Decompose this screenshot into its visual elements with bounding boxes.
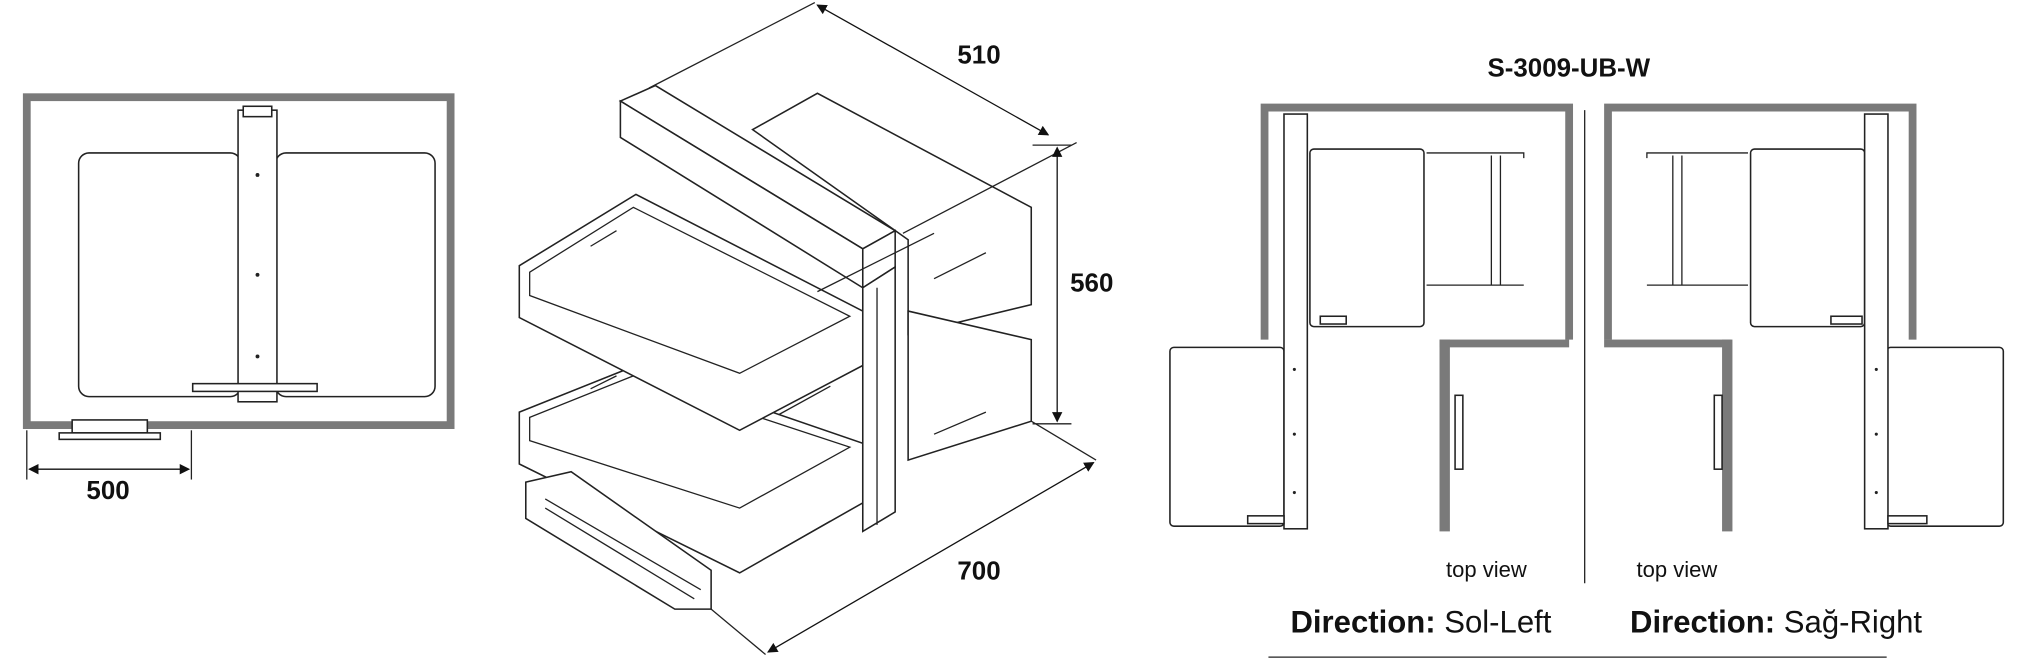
isometric-basket-view: 510 560 700 bbox=[518, 2, 1113, 656]
direction-left: Direction: Sol-Left bbox=[1290, 604, 1551, 639]
direction-label: Direction: bbox=[1290, 604, 1435, 639]
direction-value: Sağ-Right bbox=[1784, 604, 1923, 639]
direction-value: Sol-Left bbox=[1444, 604, 1552, 639]
depth-dimension: 510 bbox=[957, 42, 1000, 70]
top-view-left-direction: top view Direction: Sol-Left bbox=[1169, 103, 1574, 639]
model-code-title: S-3009-UB-W bbox=[1487, 54, 1650, 82]
top-view-right-direction: top view Direction: Sağ-Right bbox=[1604, 103, 2005, 639]
cabinet-top-view-front: 500 bbox=[22, 93, 455, 505]
direction-right: Direction: Sağ-Right bbox=[1630, 604, 1922, 639]
width-dimension: 500 bbox=[86, 477, 129, 505]
top-view-caption-right: top view bbox=[1637, 557, 1718, 582]
length-dimension: 700 bbox=[957, 557, 1000, 585]
top-view-caption-left: top view bbox=[1446, 557, 1527, 582]
direction-label: Direction: bbox=[1630, 604, 1775, 639]
height-dimension: 560 bbox=[1070, 270, 1113, 298]
